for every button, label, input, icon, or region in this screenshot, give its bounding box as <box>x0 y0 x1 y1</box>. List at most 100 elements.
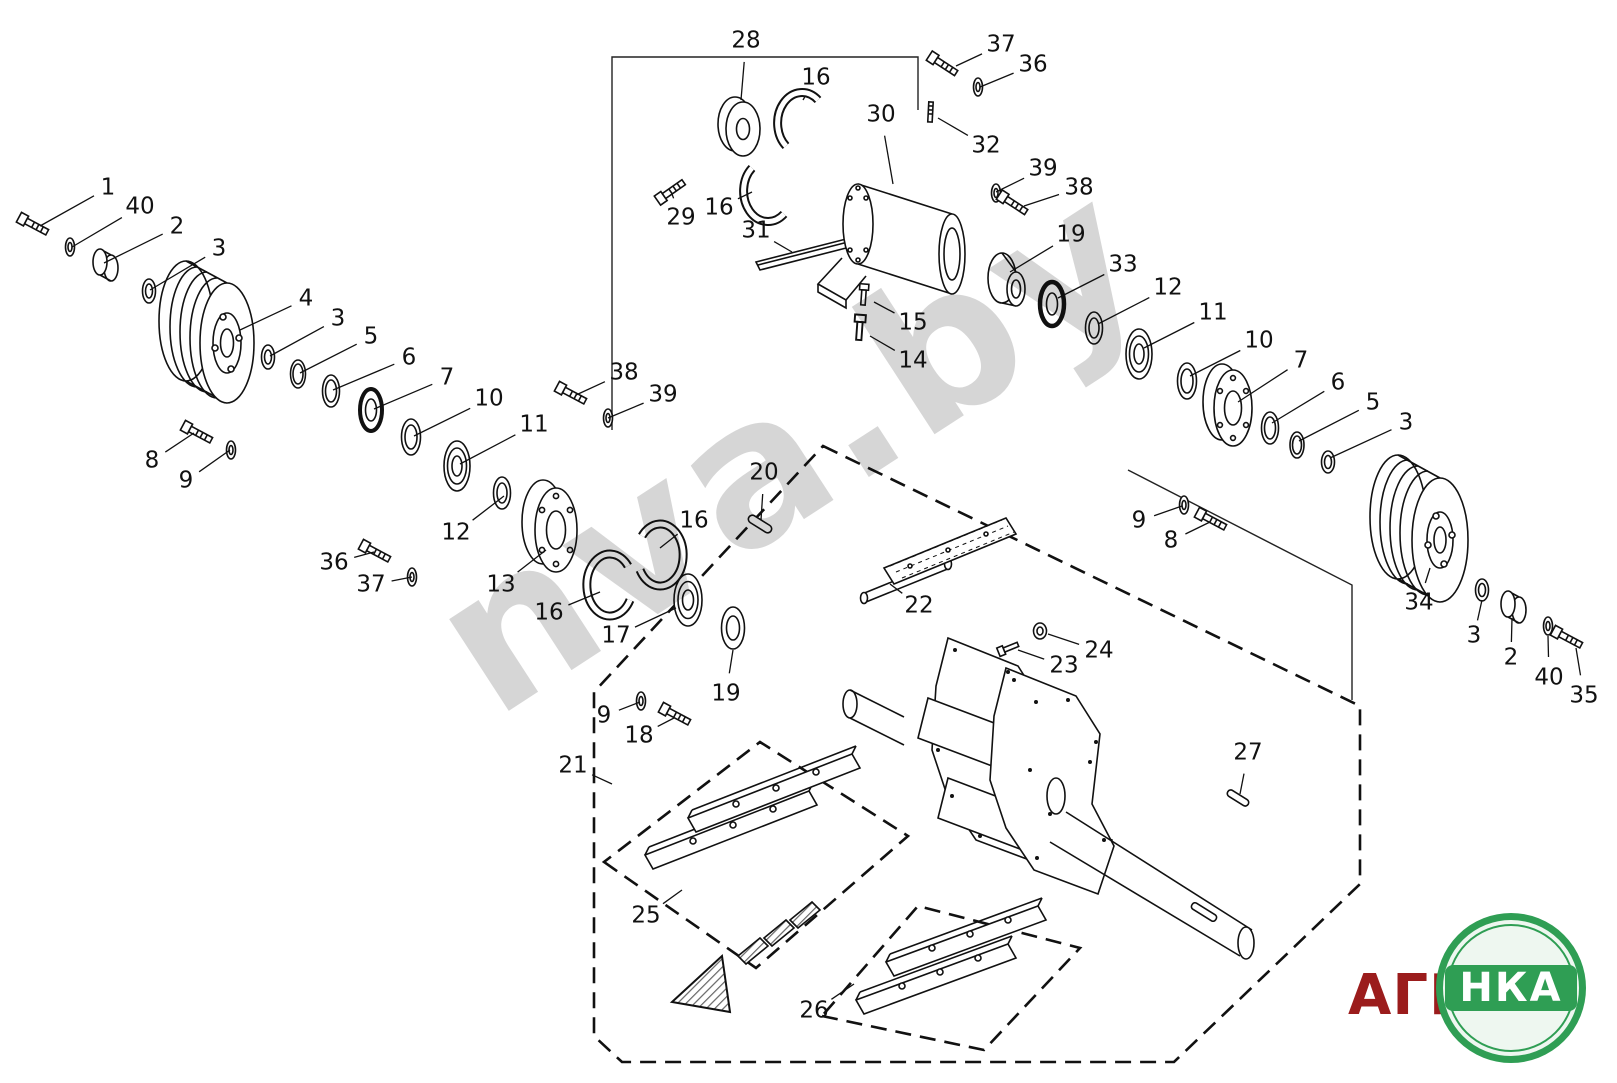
callout-36: 36 <box>1018 51 1048 78</box>
leader-line-10 <box>1189 349 1241 377</box>
ring-10-right <box>1176 362 1198 400</box>
leader-line-13 <box>517 549 547 573</box>
callout-36: 36 <box>319 549 349 576</box>
leader-line-5 <box>1298 409 1360 442</box>
callout-15: 15 <box>898 309 928 336</box>
callout-20: 20 <box>749 459 779 486</box>
callout-10: 10 <box>474 385 504 412</box>
leader-line-6 <box>332 363 395 391</box>
leader-line-39 <box>995 177 1025 193</box>
leader-line-3 <box>1329 429 1392 459</box>
bearing-17 <box>673 573 703 627</box>
flange-7-right <box>1202 363 1253 447</box>
leader-line-33 <box>1057 273 1105 299</box>
knife-set-box-25 <box>601 740 911 970</box>
ring-5-right <box>1289 431 1305 459</box>
leader-line-40 <box>71 217 123 248</box>
leader-line-4 <box>239 305 292 331</box>
callout-13: 13 <box>486 571 516 598</box>
callout-25: 25 <box>631 902 661 929</box>
pulley-34 <box>1369 454 1469 603</box>
stud-32 <box>926 101 935 123</box>
leader-line-7 <box>1237 369 1288 403</box>
callout-10: 10 <box>1244 327 1274 354</box>
clamp-16-left-a <box>582 549 635 621</box>
callout-6: 6 <box>401 344 417 371</box>
leader-line-36 <box>979 72 1014 88</box>
direction-arrow <box>669 953 732 1014</box>
ring-5 <box>289 359 307 389</box>
leader-line-16 <box>802 95 806 101</box>
callout-11: 11 <box>519 411 549 438</box>
leader-line-36 <box>354 551 375 559</box>
callout-28: 28 <box>731 27 761 54</box>
leader-line-20 <box>760 493 764 521</box>
bushing-2 <box>92 248 119 282</box>
leader-line-28 <box>740 61 745 101</box>
knife-set-box-26 <box>819 904 1083 1052</box>
leader-line-21 <box>591 774 613 785</box>
callout-38: 38 <box>609 359 639 386</box>
leader-line-15 <box>873 301 895 314</box>
callout-9: 9 <box>1131 507 1147 534</box>
callout-27: 27 <box>1233 739 1263 766</box>
callout-24: 24 <box>1084 637 1114 664</box>
callout-16: 16 <box>704 194 734 221</box>
callout-16: 16 <box>801 64 831 91</box>
ring-6 <box>321 374 341 408</box>
callout-7: 7 <box>1293 347 1309 374</box>
leader-line-27 <box>1239 773 1245 795</box>
leader-line-25 <box>662 889 683 905</box>
pulley-4 <box>158 260 255 404</box>
leader-line-12 <box>472 495 505 521</box>
callout-19: 19 <box>711 680 741 707</box>
leader-line-10 <box>413 407 471 437</box>
main-dashed-boundary <box>592 444 1362 1064</box>
callout-8: 8 <box>144 447 160 474</box>
callout-23: 23 <box>1049 652 1079 679</box>
callout-4: 4 <box>298 285 314 312</box>
ring-3 <box>141 278 157 304</box>
callout-39: 39 <box>648 381 678 408</box>
leader-line-18 <box>657 717 675 727</box>
leader-line-38 <box>1023 193 1060 207</box>
leader-line-7 <box>373 383 433 410</box>
disc-28 <box>717 96 761 157</box>
callout-40: 40 <box>1534 664 1564 691</box>
leader-line-12 <box>1097 297 1150 325</box>
dashed-outlines <box>592 444 1362 1064</box>
callout-30: 30 <box>866 101 896 128</box>
leader-line-32 <box>937 117 969 136</box>
ring-3-right <box>1474 578 1490 602</box>
knife-plate-26a <box>854 935 1018 1015</box>
callout-3: 3 <box>211 235 227 262</box>
callout-8: 8 <box>1163 527 1179 554</box>
leader-line-1 <box>39 195 95 227</box>
leader-line-34 <box>1424 567 1431 584</box>
leader-line-39 <box>607 402 644 419</box>
callout-5: 5 <box>1365 389 1381 416</box>
callout-5: 5 <box>363 323 379 350</box>
counter-knife-plate <box>882 517 1018 585</box>
leader-line-22 <box>889 583 903 594</box>
leader-line-16 <box>568 591 601 606</box>
key-27 <box>1226 789 1250 807</box>
callout-37: 37 <box>986 31 1016 58</box>
chip-2 <box>762 918 796 948</box>
leader-line-3 <box>1476 599 1483 621</box>
callout-19: 19 <box>1056 221 1086 248</box>
leader-line-24 <box>1047 633 1080 646</box>
bearing-11 <box>443 440 471 492</box>
callout-2: 2 <box>169 213 185 240</box>
callout-9: 9 <box>178 467 194 494</box>
leader-line-9 <box>618 701 641 711</box>
leader-line-8 <box>164 432 195 453</box>
callout-12: 12 <box>441 519 471 546</box>
leader-line-9 <box>1153 505 1183 517</box>
ring-3b <box>260 344 276 370</box>
callout-35: 35 <box>1569 682 1599 709</box>
callout-9: 9 <box>596 702 612 729</box>
callout-6: 6 <box>1330 369 1346 396</box>
